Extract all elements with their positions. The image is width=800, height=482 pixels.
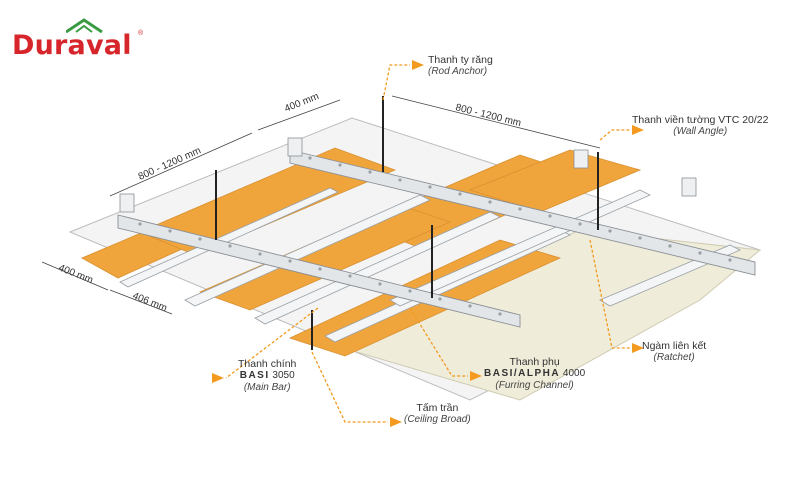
main-bar-code-num: 3050 xyxy=(272,370,295,381)
main-bar-en: (Main Bar) xyxy=(243,382,291,393)
furring-code-num: 4000 xyxy=(562,368,586,379)
main-bar-back xyxy=(289,149,756,276)
furring-code-brand: BASI/ALPHA xyxy=(484,368,561,379)
callout-furring-channel: Thanh phụ BASI/ALPHA 4000 (Furring Chann… xyxy=(484,356,585,392)
wall-angle-en: (Wall Angle) xyxy=(673,126,728,137)
rod-anchors xyxy=(215,96,599,350)
dim-front-inner: 406 mm xyxy=(131,291,169,315)
dim-top-span: 800 - 1200 mm xyxy=(454,102,522,129)
dim-front-left: 400 mm xyxy=(57,263,95,287)
callout-ceiling-board: Tấm trần (Ceiling Broad) xyxy=(404,402,471,426)
main-bar-perforations xyxy=(138,156,732,316)
main-bars xyxy=(117,149,756,328)
callout-rod-anchor: Thanh ty răng (Rod Anchor) xyxy=(428,54,493,78)
dim-left-span: 800 - 1200 mm xyxy=(137,145,203,182)
callout-wall-angle: Thanh viền tường VTC 20/22 (Wall Angle) xyxy=(632,114,769,138)
callout-arrows xyxy=(212,60,644,427)
furring-code: BASI/ALPHA 4000 xyxy=(484,368,585,380)
main-bar-front xyxy=(117,214,521,328)
furring-1 xyxy=(119,187,339,288)
main-bar-code-brand: BASI xyxy=(239,370,270,381)
rod-anchor-vi: Thanh ty răng xyxy=(428,54,493,66)
board-2 xyxy=(138,147,397,256)
furring-vi: Thanh phụ xyxy=(509,356,560,368)
dimension-lines xyxy=(41,95,601,315)
furring-3 xyxy=(254,211,501,325)
callout-main-bar: Thanh chính BASI 3050 (Main Bar) xyxy=(238,358,296,394)
ceiling-en: (Ceiling Broad) xyxy=(404,414,471,425)
ceiling-vi: Tấm trần xyxy=(416,402,459,414)
ratchet-vi: Ngàm liên kết xyxy=(642,340,707,352)
wall-angle-vi: Thanh viền tường VTC 20/22 xyxy=(632,114,769,126)
callout-leaders xyxy=(225,64,630,423)
dim-top-spacing: 400 mm xyxy=(283,91,321,115)
brand-logo: Duraval ® xyxy=(10,18,150,68)
roof-icon xyxy=(66,18,103,34)
furring-en: (Furring Channel) xyxy=(495,380,574,391)
main-bar-vi: Thanh chính xyxy=(238,358,297,370)
rod-anchor-en: (Rod Anchor) xyxy=(428,66,488,77)
brand-name: Duraval xyxy=(12,30,132,61)
furring-2 xyxy=(184,194,431,307)
furring-channels xyxy=(119,187,741,343)
wall-brackets xyxy=(119,137,697,213)
registered-mark: ® xyxy=(138,30,144,37)
main-bar-code: BASI 3050 xyxy=(238,370,296,382)
callout-ratchet: Ngàm liên kết (Ratchet) xyxy=(642,340,706,364)
ratchet-en: (Ratchet) xyxy=(653,352,695,363)
